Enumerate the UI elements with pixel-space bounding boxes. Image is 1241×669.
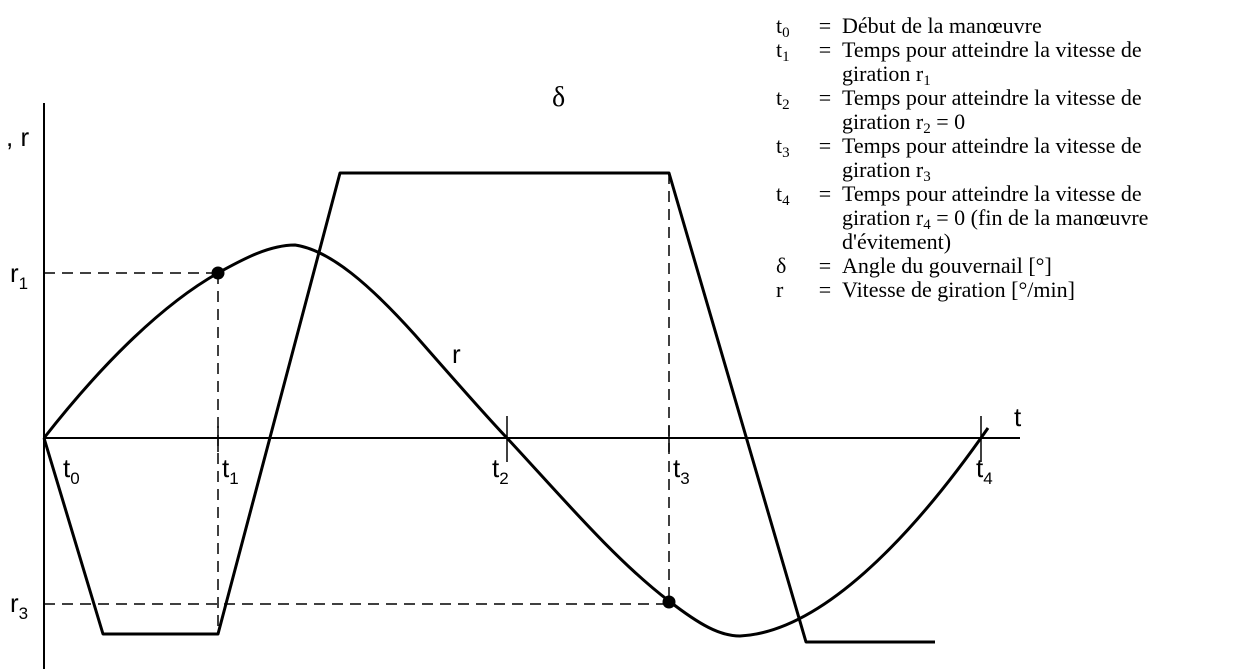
delta-label: δ <box>552 82 565 113</box>
x-tick-t1: t1 <box>222 453 239 488</box>
y-tick-r3: r3 <box>10 588 28 623</box>
x-tick-t2: t2 <box>492 453 509 488</box>
x-axis-label: t <box>1014 402 1022 432</box>
point-r3 <box>662 595 676 609</box>
x-tick-t4: t4 <box>976 453 993 488</box>
x-tick-t3: t3 <box>673 453 690 488</box>
y-tick-r1: r1 <box>10 258 28 293</box>
legend: t0 = Début de la manœuvre t1 = Temps pou… <box>776 14 1236 302</box>
x-tick-t0: t0 <box>63 453 80 488</box>
r-curve-label: r <box>452 339 461 369</box>
point-r1 <box>211 266 225 280</box>
legend-row-r: r = Vitesse de giration [°/min] <box>776 277 1075 302</box>
legend-row-delta: δ = Angle du gouvernail [°] <box>776 253 1052 278</box>
legend-row-t0: t0 = Début de la manœuvre <box>776 13 1042 41</box>
r-curve <box>42 243 990 638</box>
y-axis-label: , r <box>6 122 29 152</box>
delta-curve <box>42 171 935 644</box>
